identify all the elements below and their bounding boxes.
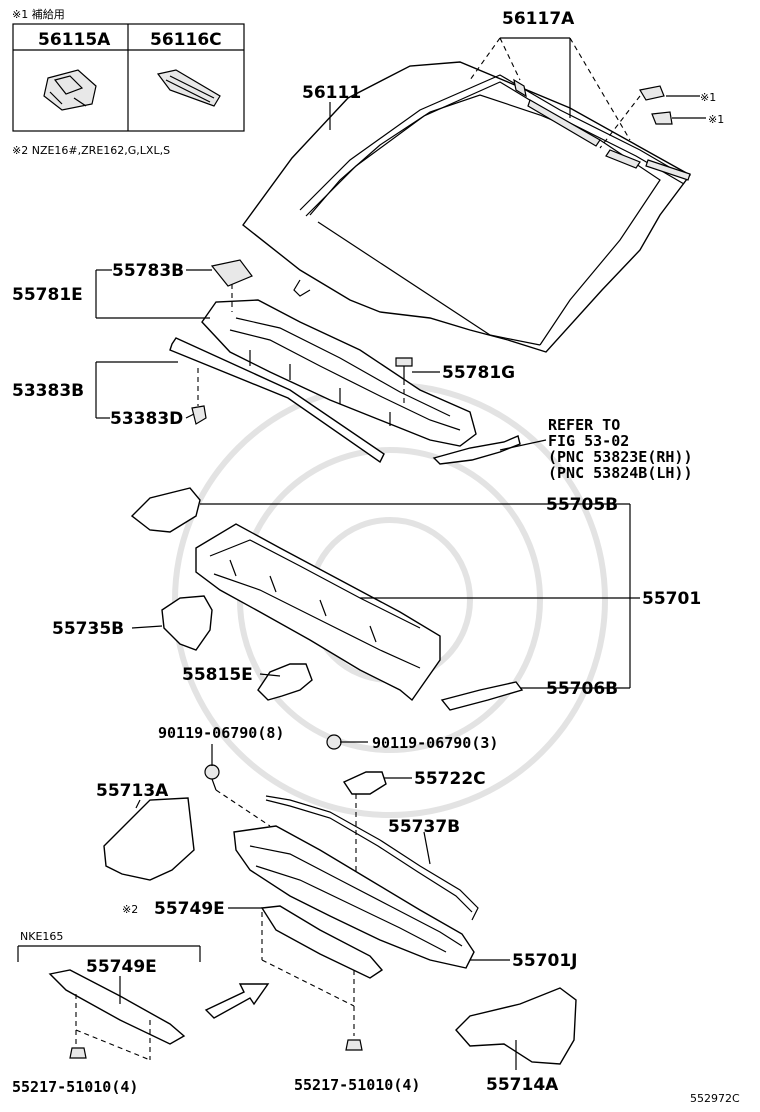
label-55781E: 55781E — [12, 285, 83, 305]
refer-line-1: REFER TO — [548, 416, 620, 434]
mark-note-2: ※2 — [122, 903, 138, 916]
wire-harness-55737B — [265, 795, 479, 921]
label-55783B: 55783B — [112, 261, 184, 281]
label-bolt-3: 90119-06790(3) — [372, 734, 498, 752]
refer-line-3: (PNC 53823E(RH)) — [548, 448, 693, 466]
leader-56117A — [469, 37, 641, 149]
cowl-side-panel — [432, 435, 521, 465]
cowl-panel-55701 — [195, 523, 441, 702]
bracket-55705B — [130, 487, 201, 533]
refer-line-2: FIG 53-02 — [548, 432, 629, 450]
label-55737B: 55737B — [388, 817, 460, 837]
bracket-lines-53383B — [95, 361, 195, 419]
label-56115A: 56115A — [38, 30, 111, 50]
label-nke165: NKE165 — [20, 930, 63, 943]
panel-55713A — [103, 797, 195, 881]
cowl-panel-55701J — [233, 825, 475, 969]
label-55815E: 55815E — [182, 665, 253, 685]
nut-left — [69, 1047, 87, 1059]
bracket-55749E — [260, 905, 384, 979]
label-56117A: 56117A — [502, 9, 575, 29]
inset-note-2: ※2 NZE16#,ZRE162,G,LXL,S — [12, 144, 170, 157]
panel-55714A — [455, 987, 577, 1065]
leader-55713A — [135, 799, 141, 809]
windshield-glass-56111 — [242, 61, 692, 353]
clip-56115A-icon — [43, 69, 97, 111]
label-nut-left: 55217-51010(4) — [12, 1078, 138, 1096]
dash-box-55749E — [261, 912, 355, 1036]
bracket-55706B — [440, 681, 524, 711]
nke-bracket-lines — [17, 945, 201, 962]
bracket-55783B — [210, 259, 253, 287]
direction-arrow-icon — [204, 983, 270, 1019]
label-56116C: 56116C — [150, 30, 222, 50]
label-55705B: 55705B — [546, 495, 618, 515]
bolt-90119-3 — [326, 734, 352, 750]
label-55701J: 55701J — [512, 951, 577, 971]
label-55749E-nke: 55749E — [86, 957, 157, 977]
leader-55737B — [423, 831, 431, 865]
bracket-55722C — [342, 771, 387, 795]
molding-piece-2 — [527, 99, 601, 147]
label-bolt-8: 90119-06790(8) — [158, 724, 284, 742]
label-53383D: 53383D — [110, 409, 183, 429]
bracket-55735B — [161, 595, 213, 651]
clip-part-1 — [639, 85, 665, 101]
label-55713A: 55713A — [96, 781, 169, 801]
leader-55815E — [259, 673, 281, 677]
label-55781G: 55781G — [442, 363, 515, 383]
clip-53383D — [191, 405, 207, 425]
label-55735B: 55735B — [52, 619, 124, 639]
molding-piece-1 — [513, 78, 527, 98]
refer-line-4: (PNC 53824B(LH)) — [548, 464, 693, 482]
mark-note-1b: ※1 — [708, 113, 724, 126]
label-55714A: 55714A — [486, 1075, 559, 1095]
clip-56116C-icon — [156, 69, 221, 107]
label-55722C: 55722C — [414, 769, 486, 789]
label-53383B: 53383B — [12, 381, 84, 401]
leader-55735B — [131, 625, 163, 629]
molding-piece-4 — [645, 159, 691, 181]
seal-53383B — [169, 337, 385, 464]
bracket-55815E — [257, 663, 313, 701]
inset-box: ※1 補給用 56115A 56116C ※2 NZE16#,ZRE162,G,… — [12, 7, 245, 157]
cowl-top-55781E — [201, 299, 477, 447]
label-nut-middle: 55217-51010(4) — [294, 1076, 420, 1094]
bolt-90119-8 — [204, 764, 220, 791]
label-55706B: 55706B — [546, 679, 618, 699]
mark-note-1a: ※1 — [700, 91, 716, 104]
label-55701: 55701 — [642, 589, 701, 609]
label-55749E: 55749E — [154, 899, 225, 919]
dash-bolt-8 — [215, 789, 271, 827]
molding-piece-3 — [605, 149, 641, 169]
dash-box-nke — [75, 994, 151, 1061]
clip-part-2 — [651, 111, 673, 125]
bracket-55749E-nke — [48, 969, 186, 1045]
leader-refer — [499, 439, 547, 451]
bracket-lines-55781E — [95, 269, 212, 319]
inset-note-1: ※1 補給用 — [12, 7, 65, 21]
nut-middle — [345, 1039, 363, 1051]
bracket-lines-55701 — [200, 503, 640, 689]
label-56111: 56111 — [302, 83, 361, 103]
figure-code: 552972C — [690, 1092, 740, 1105]
screw-55781G — [395, 357, 413, 380]
